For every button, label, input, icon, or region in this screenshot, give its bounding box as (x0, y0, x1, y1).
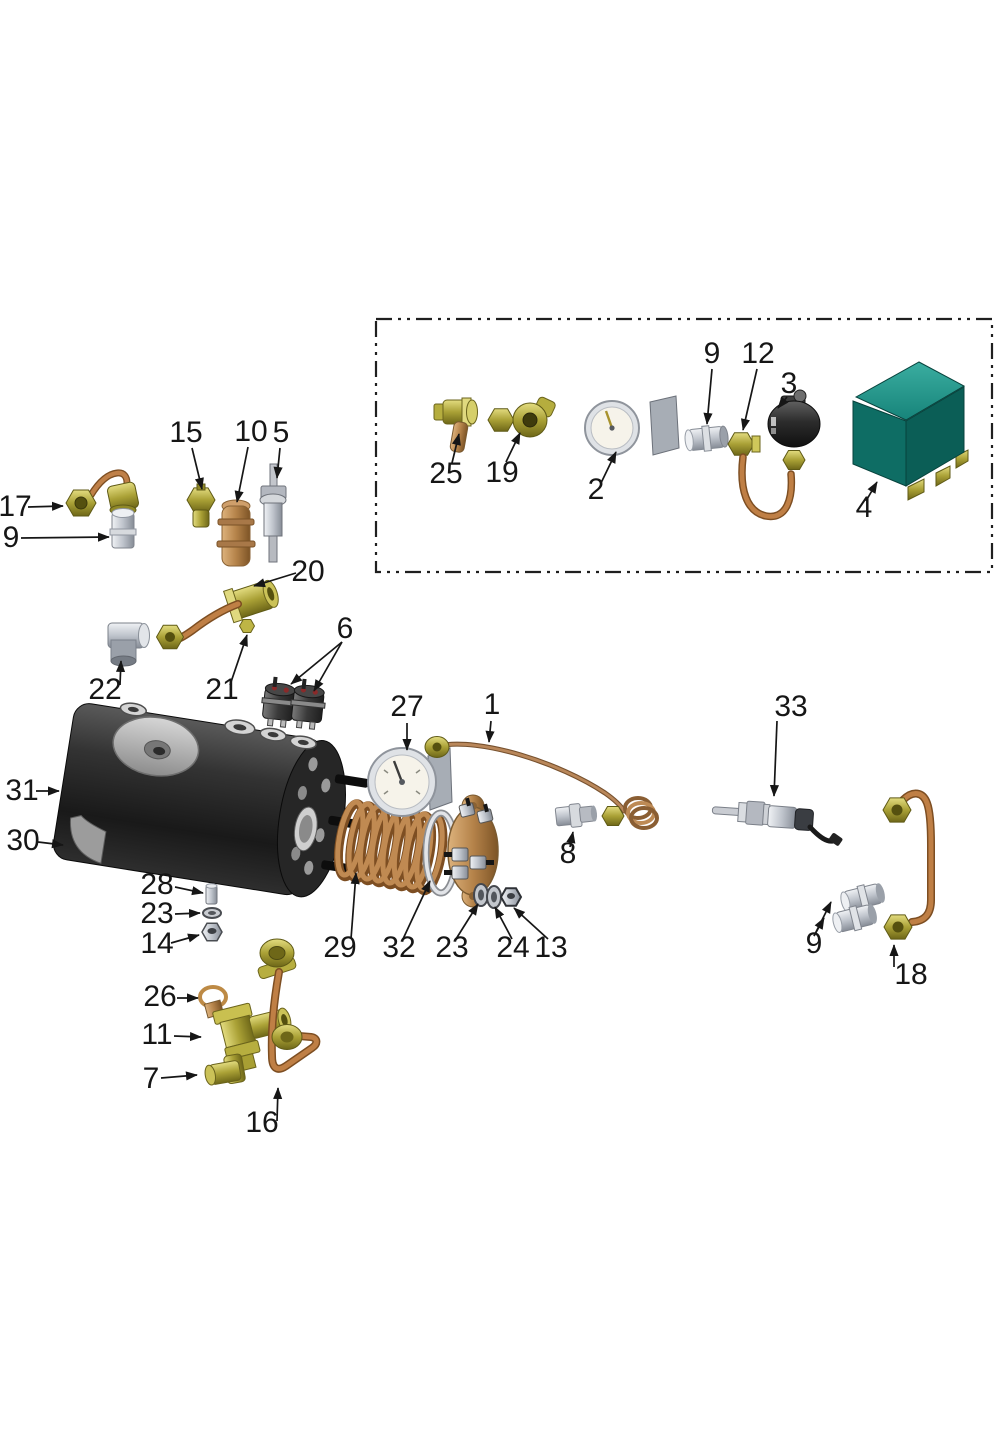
callout-18: 18 (894, 958, 927, 991)
part-3-black-valve (767, 389, 821, 470)
callout-3: 3 (781, 367, 798, 400)
part-31-boiler-body (52, 702, 369, 898)
callout-15: 15 (169, 416, 202, 449)
part-30-sight-window (70, 815, 107, 864)
callout-32: 32 (382, 931, 415, 964)
part-6-element-terminals (261, 676, 326, 730)
leader-lines (20, 368, 899, 1122)
callout-21: 21 (205, 673, 238, 706)
element-terminal-studs (444, 797, 494, 880)
callout-19: 19 (485, 456, 518, 489)
part-2-small-pressure-gauge (584, 395, 680, 456)
callout-8: 8 (560, 837, 577, 870)
part-14-nut (201, 922, 223, 942)
callout-16: 16 (245, 1106, 278, 1139)
callout-20: 20 (291, 555, 324, 588)
part-33-temperature-sensor (711, 800, 843, 846)
part-9-right-silver-unions (832, 883, 885, 933)
part-13-nut (499, 887, 523, 907)
part-22-gray-elbow (107, 622, 150, 667)
part-7-brass-elbow (204, 1053, 246, 1086)
callout-9-left: 9 (3, 521, 20, 554)
boiler-top-bosses (119, 702, 317, 750)
callout-7: 7 (143, 1062, 160, 1095)
callout-23b: 23 (435, 931, 468, 964)
callout-2: 2 (588, 473, 605, 506)
callout-23: 23 (140, 897, 173, 930)
callout-28: 28 (140, 868, 173, 901)
copper-u-tube (738, 453, 796, 521)
callout-25: 25 (429, 457, 462, 490)
callout-24: 24 (496, 931, 529, 964)
callout-17: 17 (0, 490, 32, 523)
element-flange (444, 794, 499, 908)
callout-31: 31 (5, 774, 38, 807)
part-23-washer (202, 907, 222, 919)
part-4-teal-switch-box (852, 361, 969, 501)
part-23b-washer (473, 883, 489, 907)
inset-box (374, 317, 994, 574)
callout-14: 14 (140, 927, 173, 960)
callout-33: 33 (774, 690, 807, 723)
part-8-silver-nipple (554, 803, 598, 828)
callout-30: 30 (6, 824, 39, 857)
callout-1: 1 (484, 688, 501, 721)
part-27-pressure-gauge (367, 747, 453, 817)
part-12-brass-nut (727, 432, 761, 456)
part-20-brass-fitting-copper-pipe (155, 579, 279, 650)
part-10-bronze-valve (216, 499, 256, 567)
callout-10: 10 (234, 415, 267, 448)
callout-11: 11 (141, 1018, 172, 1051)
part-9-inset-silver-union (684, 425, 729, 452)
callout-12: 12 (741, 337, 774, 370)
callout-29: 29 (323, 931, 356, 964)
part-16-copper-loop-pipe (257, 938, 321, 1073)
callout-5: 5 (273, 416, 290, 449)
callout-4: 4 (856, 491, 873, 524)
callout-22: 22 (88, 673, 121, 706)
part-28-stud-pin (205, 883, 218, 905)
callout-9-right: 9 (806, 927, 823, 960)
part-19-brass-elbow-fitting (487, 396, 556, 438)
part-24-washer (486, 885, 502, 909)
part-9-left-silver-union (109, 508, 137, 549)
callout-27: 27 (390, 690, 423, 723)
callout-26: 26 (143, 980, 176, 1013)
callout-13: 13 (534, 931, 567, 964)
callout-9-inset: 9 (704, 337, 721, 370)
callout-6: 6 (337, 612, 354, 645)
callout-labels: 25 19 2 9 12 3 4 17 9 15 10 5 20 21 22 6… (0, 337, 928, 1139)
part-18-copper-pipe (882, 789, 935, 940)
part-1-copper-capillary-tube (424, 736, 659, 830)
part-21-small-brass-nut (238, 619, 256, 633)
part-5-probe-sensor (259, 463, 287, 563)
part-15-brass-plug (186, 483, 216, 528)
